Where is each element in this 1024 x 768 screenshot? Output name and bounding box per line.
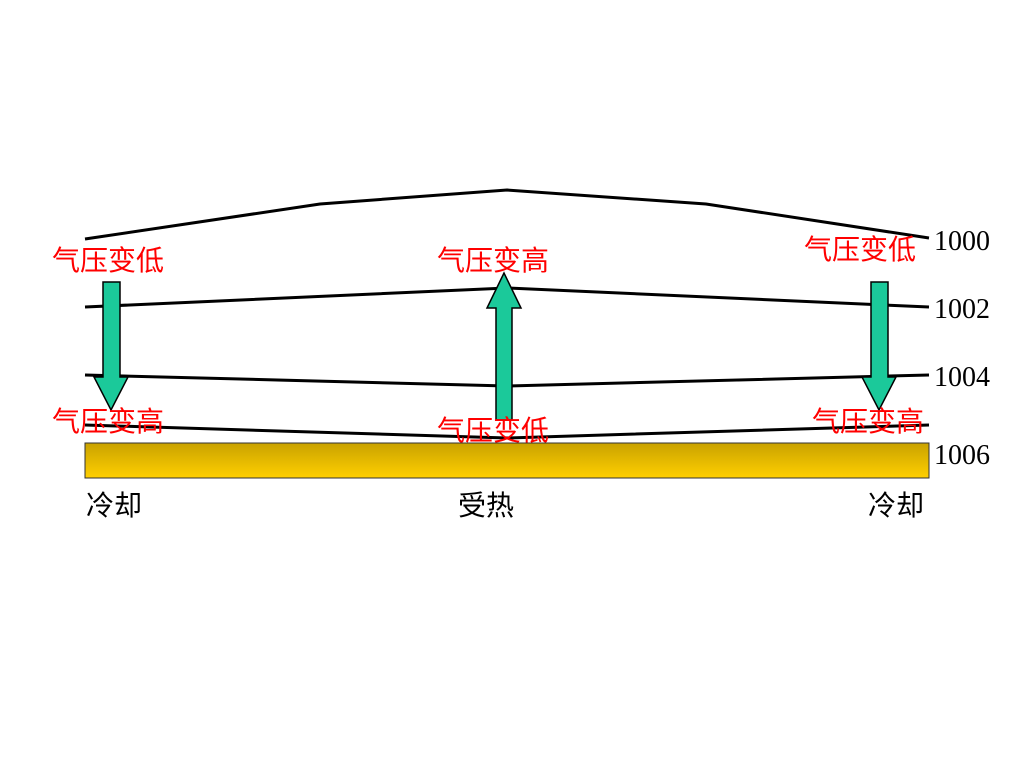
isobar-1004-value: 1004: [934, 362, 990, 393]
left-surface-label: 冷却: [86, 489, 142, 522]
center-surface-label: 受热: [458, 489, 514, 522]
center-up-arrow: [485, 271, 523, 421]
ground-surface: [84, 442, 930, 479]
right-upper-pressure-label: 气压变低: [804, 233, 916, 266]
left-lower-pressure-label: 气压变高: [52, 405, 164, 438]
isobar-1006-value: 1006: [934, 440, 990, 471]
right-lower-pressure-label: 气压变高: [812, 405, 924, 438]
isobar-1000-value: 1000: [934, 226, 990, 257]
isobar-1000-line: [84, 188, 930, 241]
left-upper-pressure-label: 气压变低: [52, 244, 164, 277]
center-upper-pressure-label: 气压变高: [437, 244, 549, 277]
right-down-arrow: [860, 281, 898, 412]
right-surface-label: 冷却: [868, 489, 924, 522]
isobar-1002-value: 1002: [934, 294, 990, 325]
isobar-1006-line: [84, 423, 930, 440]
center-lower-pressure-label: 气压变低: [437, 414, 549, 447]
left-down-arrow: [92, 281, 130, 412]
